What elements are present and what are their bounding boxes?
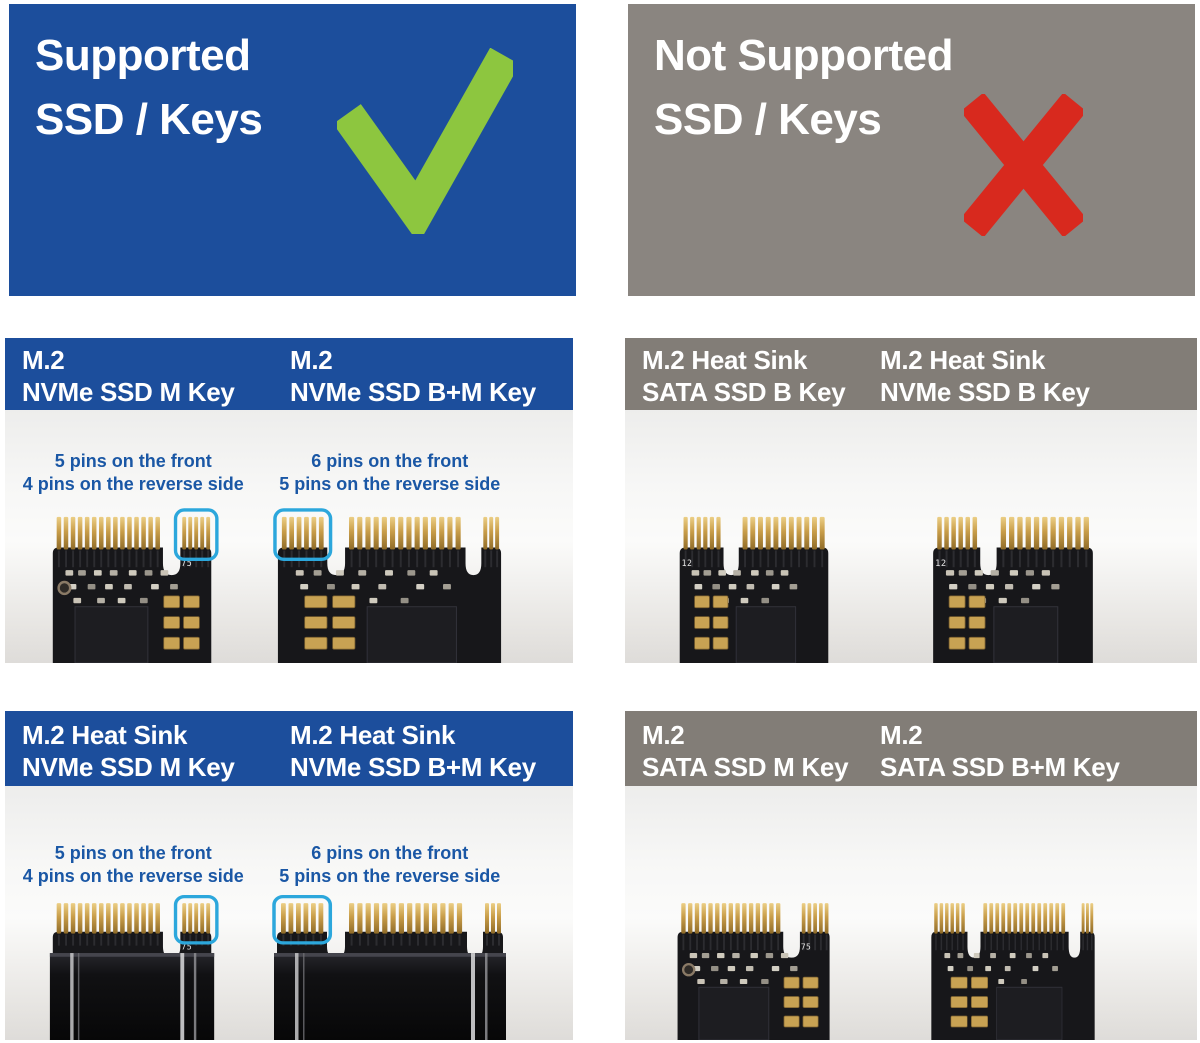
- figure-row: 12 12: [625, 505, 1197, 663]
- ssd-photo-heatsink-nvme-m-key: 75: [50, 895, 219, 1040]
- note-line: 5 pins on the front: [54, 843, 212, 863]
- check-icon: [337, 48, 513, 234]
- pin-note-bm-key: 6 pins on the front 5 pins on the revers…: [262, 450, 519, 496]
- pin-highlight-box: [174, 895, 219, 945]
- card-supported-nvme: M.2 NVMe SSD M Key M.2 NVMe SSD B+M Key …: [5, 338, 573, 663]
- pin-highlight-box: [174, 508, 219, 562]
- pin-highlight-box: [273, 508, 333, 562]
- cross-icon: [964, 94, 1083, 236]
- header-line: M.2: [880, 720, 923, 750]
- card-header: M.2 NVMe SSD M Key M.2 NVMe SSD B+M Key: [5, 338, 573, 410]
- supported-banner: Supported SSD / Keys: [9, 4, 576, 296]
- header-line: M.2: [22, 345, 65, 375]
- header-line: NVMe SSD B+M Key: [290, 752, 536, 782]
- note-line: 4 pins on the reverse side: [22, 474, 244, 494]
- svg-text:12: 12: [935, 559, 946, 569]
- card-header: M.2 Heat Sink NVMe SSD M Key M.2 Heat Si…: [5, 711, 573, 786]
- header-col-sata-m: M.2 SATA SSD M Key: [625, 719, 880, 786]
- card-header: M.2 SATA SSD M Key M.2 SATA SSD B+M Key: [625, 711, 1197, 786]
- supported-banner-title: Supported SSD / Keys: [9, 4, 576, 152]
- ssd-photo-nvme-bm-key: [273, 508, 502, 663]
- card-panel: 12 12: [625, 410, 1197, 663]
- header-line: NVMe SSD B+M Key: [290, 377, 536, 407]
- not-supported-banner-title: Not Supported SSD / Keys: [628, 4, 1195, 152]
- header-line: M.2 Heat Sink: [642, 345, 808, 375]
- supported-title-line2: SSD / Keys: [35, 95, 263, 144]
- header-line: NVMe SSD B Key: [880, 377, 1090, 407]
- header-line: M.2: [290, 345, 333, 375]
- pin-note-bm-key: 6 pins on the front 5 pins on the revers…: [262, 842, 519, 888]
- header-line: M.2 Heat Sink: [290, 720, 456, 750]
- card-panel: 75: [625, 786, 1197, 1040]
- svg-text:12: 12: [682, 558, 693, 568]
- header-col-sata-bm: M.2 SATA SSD B+M Key: [880, 719, 1197, 786]
- note-line: 5 pins on the front: [54, 451, 212, 471]
- not-supported-banner: Not Supported SSD / Keys: [628, 4, 1195, 296]
- figure-row: 75: [5, 505, 573, 663]
- note-line: 6 pins on the front: [311, 843, 469, 863]
- figure: [271, 892, 509, 1040]
- header-line: NVMe SSD M Key: [22, 377, 235, 407]
- pin-note-m-key: 5 pins on the front 4 pins on the revers…: [5, 450, 262, 496]
- svg-text:75: 75: [182, 558, 193, 568]
- pin-highlight-box: [272, 895, 332, 945]
- note-line: 6 pins on the front: [311, 451, 469, 471]
- figure: 75: [47, 892, 219, 1040]
- ssd-photo-heatsink-sata-b-key: 12: [679, 516, 829, 663]
- header-col-bm-key: M.2 NVMe SSD B+M Key: [290, 344, 573, 410]
- figure: 75: [672, 892, 837, 1040]
- header-line: M.2 Heat Sink: [22, 720, 188, 750]
- figure: 12: [927, 505, 1099, 663]
- figure: 12: [674, 505, 834, 663]
- card-panel: 5 pins on the front 4 pins on the revers…: [5, 786, 573, 1040]
- header-line: SATA SSD B Key: [642, 377, 846, 407]
- header-col-hs-bm-key: M.2 Heat Sink NVMe SSD B+M Key: [290, 719, 573, 786]
- header-col-sata-b: M.2 Heat Sink SATA SSD B Key: [625, 344, 880, 410]
- header-line: SATA SSD B+M Key: [880, 752, 1120, 782]
- pin-note-m-key: 5 pins on the front 4 pins on the revers…: [5, 842, 262, 888]
- pin-notes: 5 pins on the front 4 pins on the revers…: [5, 786, 573, 888]
- banner-row: Supported SSD / Keys Not Supported SSD /…: [9, 4, 1195, 296]
- header-col-hs-m-key: M.2 Heat Sink NVMe SSD M Key: [5, 719, 290, 786]
- pin-notes: 5 pins on the front 4 pins on the revers…: [5, 410, 573, 496]
- header-line: M.2 Heat Sink: [880, 345, 1046, 375]
- svg-text:75: 75: [182, 943, 193, 952]
- card-notsupported-sata: M.2 SATA SSD M Key M.2 SATA SSD B+M Key …: [625, 711, 1197, 1040]
- ssd-photo-heatsink-nvme-b-key: 12: [932, 516, 1093, 663]
- card-panel: 5 pins on the front 4 pins on the revers…: [5, 410, 573, 663]
- figure: [927, 892, 1099, 1040]
- ssd-photo-heatsink-nvme-bm-key: [272, 895, 506, 1040]
- figure: 75: [47, 505, 219, 663]
- card-header: M.2 Heat Sink SATA SSD B Key M.2 Heat Si…: [625, 338, 1197, 410]
- card-supported-heatsink: M.2 Heat Sink NVMe SSD M Key M.2 Heat Si…: [5, 711, 573, 1040]
- figure-row: 75: [625, 892, 1197, 1040]
- note-line: 5 pins on the reverse side: [279, 866, 501, 886]
- figure: [272, 505, 507, 663]
- header-col-m-key: M.2 NVMe SSD M Key: [5, 344, 290, 410]
- ssd-photo-sata-bm-key: [931, 903, 1095, 1040]
- not-supported-title-line2: SSD / Keys: [654, 95, 882, 144]
- header-line: NVMe SSD M Key: [22, 752, 235, 782]
- figure-row: 75: [5, 892, 573, 1040]
- ssd-photo-sata-m-key: 75: [677, 903, 830, 1040]
- header-line: M.2: [642, 720, 685, 750]
- note-line: 4 pins on the reverse side: [22, 866, 244, 886]
- card-notsupported-bkey: M.2 Heat Sink SATA SSD B Key M.2 Heat Si…: [625, 338, 1197, 663]
- note-line: 5 pins on the reverse side: [279, 474, 501, 494]
- svg-text:75: 75: [801, 942, 811, 951]
- ssd-photo-nvme-m-key: 75: [53, 508, 219, 663]
- header-col-nvme-b: M.2 Heat Sink NVMe SSD B Key: [880, 344, 1197, 410]
- header-line: SATA SSD M Key: [642, 752, 849, 782]
- supported-title-line1: Supported: [35, 31, 251, 80]
- not-supported-title-line1: Not Supported: [654, 31, 954, 80]
